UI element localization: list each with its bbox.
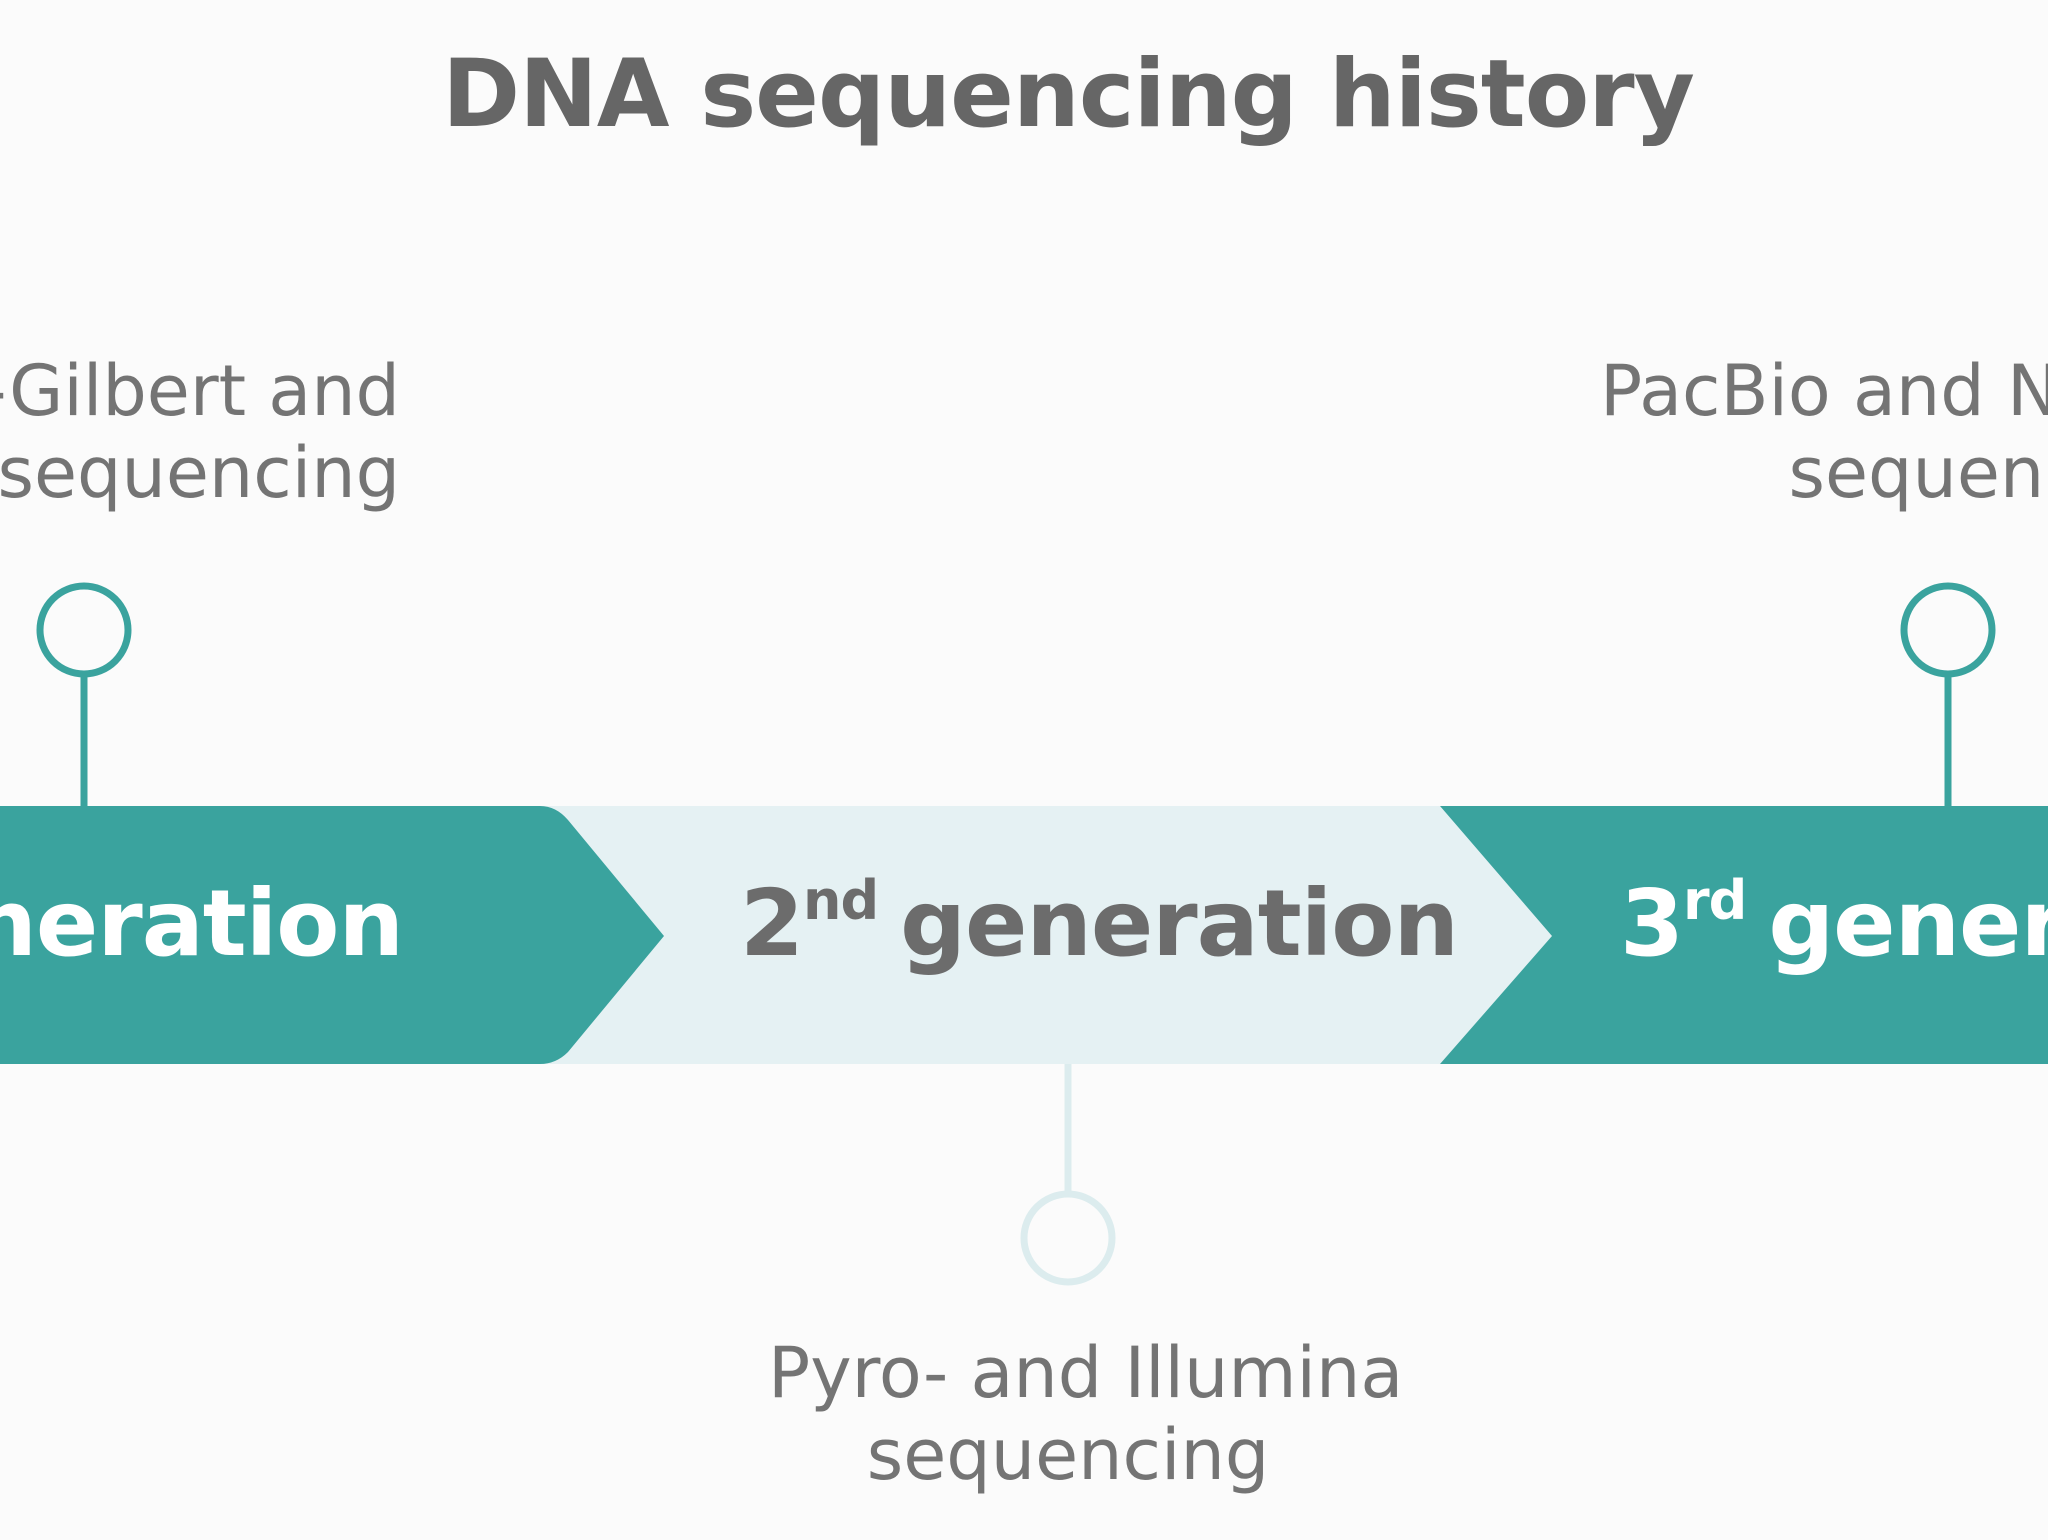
gen3-segment — [1440, 806, 2048, 1064]
gen2-pin-icon — [1020, 1190, 1116, 1286]
gen2-number: 2 — [740, 870, 804, 977]
gen3-number: 3 — [1620, 870, 1684, 977]
gen3-label: 3rd genera — [1620, 870, 2048, 977]
gen2-label: 2nd generation — [740, 869, 1459, 977]
gen1-pin-icon — [36, 582, 132, 678]
gen1-segment — [0, 806, 664, 1064]
gen1-word: eneration — [0, 870, 404, 977]
gen2-word: generation — [900, 870, 1459, 977]
gen1-label: eneration — [0, 870, 404, 977]
gen2-note-line: Pyro- and Illumina — [768, 1332, 1404, 1414]
gen2-segment — [500, 806, 1552, 1064]
diagram-title: DNA sequencing history — [442, 40, 1695, 149]
gen3-note: PacBio and Na sequenci — [1600, 350, 2048, 514]
gen1-note-line: sequencing — [0, 432, 400, 514]
gen3-note-line: sequenci — [1788, 432, 2048, 514]
gen2-suffix: nd — [803, 869, 879, 932]
gen1-note-line: -Gilbert and — [0, 350, 400, 432]
gen3-suffix: rd — [1683, 869, 1747, 932]
gen2-note-line: sequencing — [866, 1414, 1270, 1496]
gen1-note: -Gilbert and sequencing — [0, 350, 400, 514]
gen3-word: genera — [1768, 870, 2048, 977]
gen3-pin-icon — [1900, 582, 1996, 678]
gen3-note-line: PacBio and Na — [1600, 350, 2048, 432]
gen2-note: Pyro- and Illumina sequencing — [768, 1332, 1404, 1496]
